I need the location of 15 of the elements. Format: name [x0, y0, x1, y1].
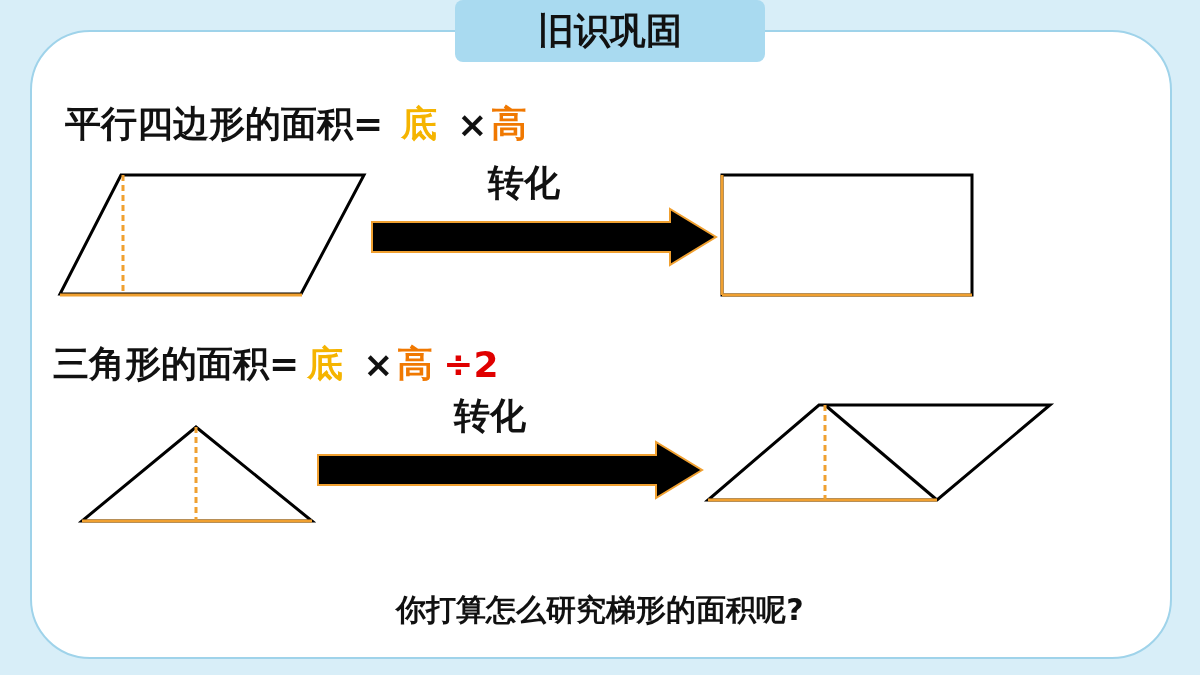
edge-label: 转化 — [488, 161, 560, 205]
formula-term: 高 — [397, 342, 434, 386]
question-text: 你打算怎么研究梯形的面积呢? — [396, 591, 804, 629]
formula-operator: ÷2 — [443, 344, 499, 385]
block-arrow — [371, 207, 718, 267]
block-arrow — [317, 440, 704, 500]
formula-text: 三角形的面积= — [53, 342, 300, 386]
formula-operator: × — [457, 104, 488, 145]
edge-label: 转化 — [454, 394, 526, 438]
formula-term: 底 — [401, 102, 438, 146]
slide-title: 旧识巩固 — [538, 8, 682, 53]
formula-term: 高 — [491, 102, 528, 146]
formula-operator: × — [363, 344, 394, 385]
formula-text: 平行四边形的面积= — [65, 102, 384, 146]
formula-term: 底 — [307, 342, 344, 386]
